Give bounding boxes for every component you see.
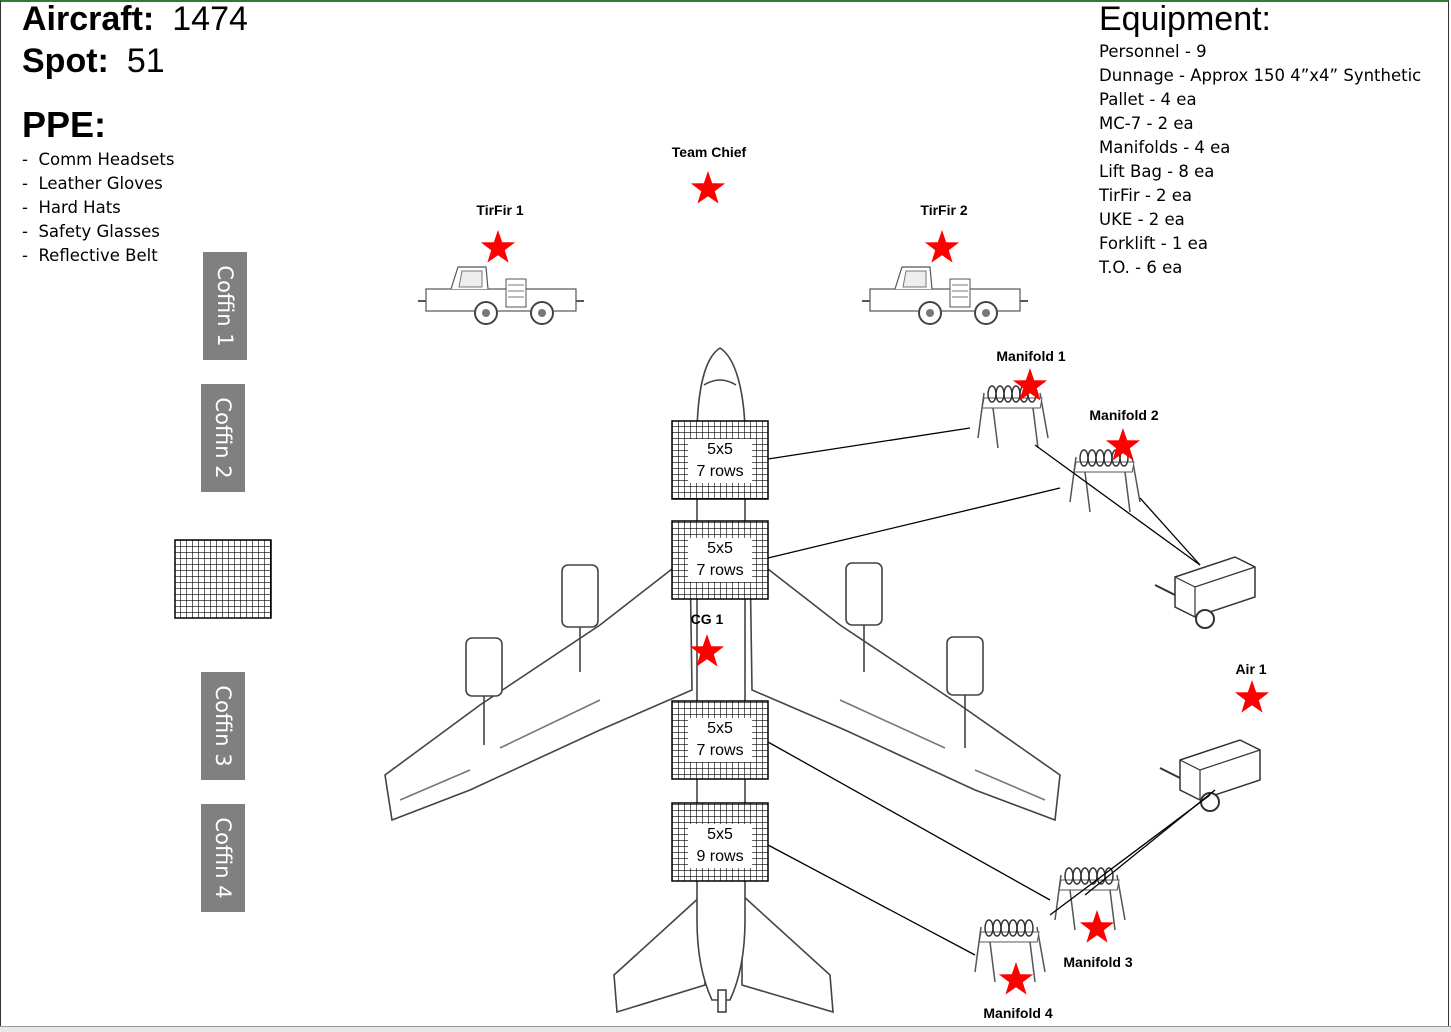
coffin-4: Coffin 4 [201, 804, 245, 912]
left-tail [613, 893, 706, 1014]
manifold-4-label: Manifold 4 [983, 1005, 1053, 1021]
pallet-2-label: 5x5 7 rows [688, 538, 752, 582]
manifold-3-label: Manifold 3 [1063, 954, 1133, 970]
manifold-2-label: Manifold 2 [1089, 407, 1159, 423]
team-chief-star [690, 171, 726, 204]
ppe-title: PPE: [22, 104, 107, 145]
air-1-label: Air 1 [1235, 661, 1267, 677]
right-wing [749, 553, 1061, 822]
ppe-item: Safety Glasses [22, 220, 174, 244]
equipment-item: T.O. - 6 ea [1099, 258, 1183, 277]
air-1-star [1234, 680, 1270, 713]
manifold-2-device [1069, 449, 1141, 513]
team-chief-label: Team Chief [671, 144, 747, 160]
coffin-1: Coffin 1 [203, 252, 247, 360]
manifold-1-label: Manifold 1 [996, 348, 1066, 364]
tirfir-1-star [480, 230, 516, 263]
aircraft-line: Aircraft: 1474 [22, 0, 248, 39]
left-wing [384, 553, 693, 822]
ppe-item: Leather Gloves [22, 172, 174, 196]
manifold-4-device [974, 919, 1046, 983]
pallet-size: 5x5 [707, 720, 733, 737]
tirfir-2-vehicle [861, 266, 1029, 325]
equipment-list: Personnel - 9 Dunnage - Approx 150 4”x4”… [1099, 40, 1421, 280]
manifold-3-device [1054, 867, 1126, 931]
spot-value: 51 [126, 42, 165, 80]
manifold-3-star [1079, 910, 1115, 943]
hose-lines [767, 427, 1216, 956]
manifold-1-star [1012, 368, 1048, 401]
pallet-rows: 7 rows [696, 742, 744, 759]
equipment-item: UKE - 2 ea [1099, 210, 1185, 229]
equipment-item: Lift Bag - 8 ea [1099, 162, 1215, 181]
aircraft-value: 1474 [172, 0, 248, 38]
compressor-2 [1159, 739, 1261, 812]
equipment-item: Personnel - 9 [1099, 42, 1207, 61]
compressor-1 [1154, 556, 1256, 629]
manifold-4-star [998, 962, 1034, 995]
equipment-item: Manifolds - 4 ea [1099, 138, 1231, 157]
ppe-item: Comm Headsets [22, 148, 174, 172]
coffin-2: Coffin 2 [201, 384, 245, 492]
cg-1-label: CG 1 [690, 611, 724, 627]
pallet-4-label: 5x5 9 rows [688, 824, 752, 868]
engine-right-inner [845, 562, 883, 672]
equipment-item: Pallet - 4 ea [1099, 90, 1197, 109]
ppe-list: Comm Headsets Leather Gloves Hard Hats S… [22, 148, 174, 268]
tirfir-2-star [924, 230, 960, 263]
engine-left-inner [561, 564, 599, 672]
spot-label: Spot: [22, 42, 109, 80]
ppe-item: Hard Hats [22, 196, 174, 220]
spare-pallet [174, 539, 272, 619]
tirfir-1-vehicle [417, 266, 585, 325]
equipment-item: MC-7 - 2 ea [1099, 114, 1194, 133]
spot-line: Spot: 51 [22, 42, 165, 81]
engine-right-outer [946, 636, 984, 748]
tirfir-1-label: TirFir 1 [476, 202, 524, 218]
right-tail [741, 893, 834, 1014]
aircraft-outline [384, 347, 1061, 1014]
equipment-title: Equipment: [1099, 0, 1271, 38]
pallet-1-label: 5x5 7 rows [688, 439, 752, 483]
pallet-rows: 7 rows [696, 562, 744, 579]
pallet-size: 5x5 [707, 441, 733, 458]
equipment-item: TirFir - 2 ea [1099, 186, 1193, 205]
pallet-rows: 9 rows [696, 848, 744, 865]
pallet-3-label: 5x5 7 rows [688, 718, 752, 762]
equipment-item: Forklift - 1 ea [1099, 234, 1208, 253]
engine-left-outer [465, 637, 503, 745]
manifold-2-star [1105, 428, 1141, 461]
pallet-rows: 7 rows [696, 463, 744, 480]
tirfir-2-label: TirFir 2 [920, 202, 968, 218]
pallet-size: 5x5 [707, 826, 733, 843]
bottom-strip [0, 1026, 1451, 1032]
coffin-3: Coffin 3 [201, 672, 245, 780]
aircraft-label: Aircraft: [22, 0, 155, 38]
pallet-size: 5x5 [707, 540, 733, 557]
ppe-item: Reflective Belt [22, 244, 174, 268]
equipment-item: Dunnage - Approx 150 4”x4” Synthetic [1099, 66, 1422, 85]
